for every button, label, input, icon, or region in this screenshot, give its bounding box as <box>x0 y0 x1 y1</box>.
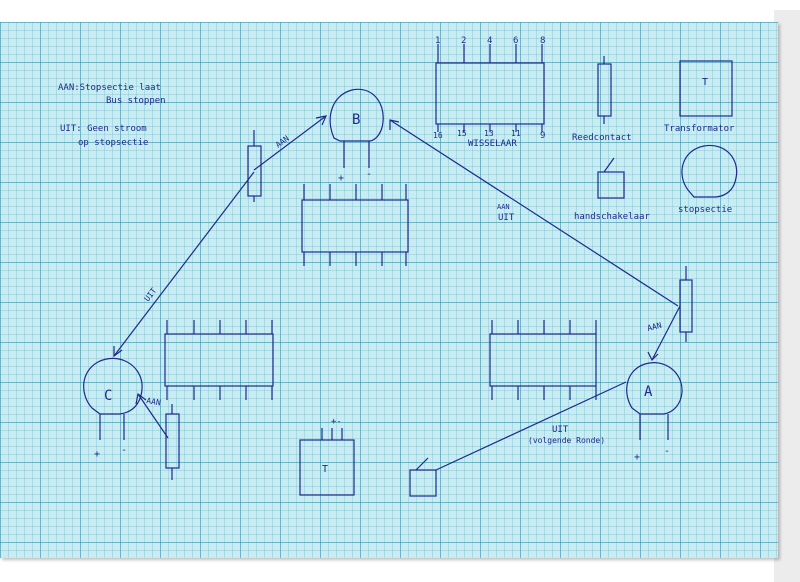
relay-center-pins-top <box>303 184 407 200</box>
connections <box>113 115 681 471</box>
stop-a-plus: + <box>634 452 640 463</box>
wisselaar-bot-pin-13: 13 <box>484 129 494 138</box>
transformer-bottom: +- T <box>299 417 355 496</box>
reed-contact-c-body <box>165 413 180 469</box>
relay-right-body <box>489 333 597 387</box>
stop-section-a: A + - <box>626 362 683 463</box>
stop-section-c: C + - <box>83 357 143 460</box>
arrow-to-c <box>113 346 123 358</box>
hand-switch-bottom-body <box>409 469 437 497</box>
arrow-b-from-a <box>389 119 400 130</box>
stop-a-label: A <box>644 384 653 400</box>
line-reed-a-to-a <box>651 305 681 361</box>
page-edge <box>774 10 800 582</box>
relay-right <box>489 320 597 400</box>
handschakelaar-label: handschakelaar <box>574 212 650 222</box>
graph-paper <box>0 22 778 558</box>
relay-left-body <box>164 333 274 387</box>
stop-a-minus: - <box>664 446 670 457</box>
stop-b-shape <box>329 88 384 142</box>
label-volgende-ronde: (volgende Ronde) <box>528 436 605 445</box>
handschakelaar-symbol: handschakelaar <box>574 157 650 222</box>
arrow-to-a <box>647 351 659 362</box>
legend-uit-2: op stopsectie <box>78 138 148 148</box>
relay-center-body <box>301 199 409 253</box>
reed-contact-b-body <box>247 145 262 197</box>
wisselaar-relay: 1 2 4 6 8 16 15 13 11 9 WISSELAAR <box>433 36 545 149</box>
label-uit-a: UIT <box>552 425 569 435</box>
label-uit-b: UIT <box>498 213 515 223</box>
stop-c-plus: + <box>94 449 100 460</box>
wisselaar-body <box>435 62 545 125</box>
reed-contact-a <box>679 266 693 342</box>
wisselaar-bot-pin-15: 15 <box>457 129 467 138</box>
relay-left <box>164 320 274 400</box>
relay-center <box>301 184 409 266</box>
transformer-bottom-leads <box>321 428 343 440</box>
transformator-label: Transformator <box>664 124 735 134</box>
relay-right-pins-bottom <box>491 386 597 400</box>
wisselaar-label: WISSELAAR <box>468 139 517 149</box>
transformer-bottom-t: T <box>322 464 328 475</box>
wisselaar-bot-pin-16: 16 <box>433 131 443 140</box>
handschakelaar-lever <box>603 157 615 173</box>
reed-contact-b <box>247 130 262 202</box>
line-reed-b-to-b <box>253 115 327 171</box>
reedcontact-symbol: Reedcontact <box>572 56 632 143</box>
hand-switch-bottom <box>409 457 437 497</box>
stop-a-shape <box>626 362 683 415</box>
relay-center-pins-bottom <box>303 252 407 266</box>
transformer-bottom-body <box>299 439 355 496</box>
wisselaar-top-pin-6: 6 <box>513 36 518 46</box>
stop-b-plus: + <box>338 173 344 184</box>
wisselaar-top-pin-1: 1 <box>435 36 440 46</box>
line-reed-c-to-c <box>137 393 169 439</box>
label-aan-b: AAN <box>274 134 291 150</box>
reedcontact-body <box>597 63 612 117</box>
line-reed-a-to-b <box>389 119 679 307</box>
hand-switch-bottom-lever <box>415 457 429 471</box>
wisselaar-bot-pin-9: 9 <box>540 131 545 141</box>
stop-section-b: B + - <box>329 88 384 184</box>
stop-c-shape <box>83 357 143 415</box>
transformer-bottom-pm: +- <box>331 417 342 427</box>
wisselaar-top-pin-8: 8 <box>540 36 545 46</box>
label-aan-c: AAN <box>146 396 162 407</box>
relay-right-pins-top <box>491 320 597 334</box>
stop-c-label: C <box>104 388 112 404</box>
handschakelaar-body <box>597 171 625 199</box>
wisselaar-bot-pin-11: 11 <box>511 129 521 138</box>
stop-c-minus: - <box>121 445 127 456</box>
legend-aan-2: Bus stoppen <box>106 96 166 106</box>
stopsectie-label: stopsectie <box>678 205 732 215</box>
transformator-symbol: T Transformator <box>664 60 735 134</box>
legend-aan: AAN:Stopsectie laat <box>58 83 161 93</box>
wisselaar-top-pin-2: 2 <box>461 36 466 46</box>
transformator-body <box>679 60 733 117</box>
reedcontact-label: Reedcontact <box>572 133 632 143</box>
reed-contact-a-body <box>679 279 693 333</box>
arrow-to-b <box>315 115 328 126</box>
stopsectie-symbol: stopsectie <box>678 144 738 215</box>
stop-b-label: B <box>352 112 360 128</box>
label-aan-b-2: AAN <box>497 203 510 211</box>
legend-uit: UIT: Geen stroom <box>60 124 147 134</box>
line-switch-to-a <box>435 381 627 471</box>
wisselaar-top-pin-4: 4 <box>487 36 492 46</box>
transformator-t: T <box>702 77 708 88</box>
stopsectie-shape <box>681 144 738 198</box>
legend: AAN:Stopsectie laat Bus stoppen UIT: Gee… <box>58 83 166 148</box>
line-reed-b-to-c <box>113 171 255 357</box>
reed-contact-c <box>165 404 180 480</box>
label-aan-a: AAN <box>646 321 662 333</box>
arrow-to-c-reed <box>135 392 147 405</box>
relay-left-pins-bottom <box>166 386 273 400</box>
relay-left-pins-top <box>166 320 273 334</box>
stop-b-minus: - <box>366 169 372 180</box>
